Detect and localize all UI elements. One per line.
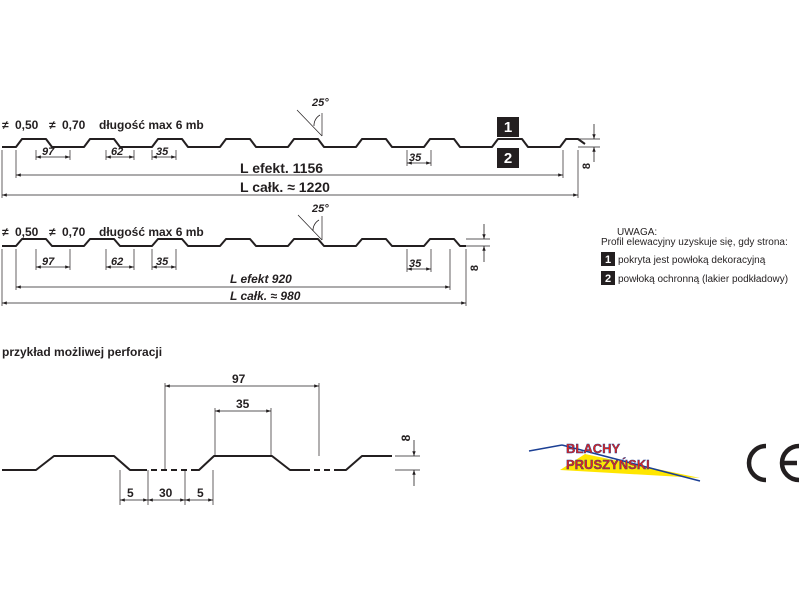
note-block: UWAGA: Profil elewacyjny uzyskuje się, g… — [601, 227, 788, 285]
note-badge-2-box — [601, 271, 615, 285]
profile-2-drawing: ≠ 0,50 ≠ 0,70 długość max 6 mb 25° 97 62 — [1, 203, 490, 306]
angle-leader-2 — [297, 214, 323, 241]
ce-mark-icon — [746, 443, 800, 483]
perforation-profile-left — [2, 455, 141, 471]
perforation-profile-right — [340, 455, 392, 471]
l-total-label-2: L całk. ≈ 980 — [230, 289, 301, 303]
logo-line-2: PRUSZYŃSKI — [566, 457, 650, 472]
logo-blue-line-1 — [528, 444, 563, 452]
perf-dim-30: 30 — [159, 486, 173, 500]
dim-62: 62 — [111, 146, 123, 158]
perf-dim-8: 8 — [399, 434, 413, 441]
max-length-label-2: długość max 6 mb — [99, 225, 204, 239]
thickness-b: 0,70 — [62, 118, 86, 132]
dim-8-2: 8 — [469, 265, 481, 271]
perf-dim-5b: 5 — [197, 486, 204, 500]
profile-1-line — [2, 138, 586, 148]
note-badge-2: 2 — [605, 273, 611, 285]
dim-62-2: 62 — [111, 256, 123, 268]
note-line: Profil elewacyjny uzyskuje się, gdy stro… — [601, 237, 788, 248]
thickness-symbol-a: ≠ — [2, 118, 9, 132]
note-badge-1: 1 — [605, 254, 611, 266]
perf-dim-35: 35 — [236, 397, 250, 411]
badge-1-box — [497, 117, 519, 137]
angle-label: 25° — [311, 97, 329, 109]
thickness-b-2: 0,70 — [62, 225, 86, 239]
perforation-title: przykład możliwej perforacji — [2, 345, 162, 359]
dim-97: 97 — [42, 146, 55, 158]
logo-line-1: BLACHY — [566, 441, 620, 456]
angle-arc-2 — [312, 219, 320, 232]
dim-35a-2: 35 — [156, 256, 169, 268]
note-title: UWAGA: — [617, 227, 657, 238]
profile-2-line — [2, 238, 466, 247]
l-eff-label-2: L efekt 920 — [230, 272, 292, 286]
perforation-drawing: przykład możliwej perforacji 97 35 8 5 3 — [2, 345, 420, 505]
l-total-label: L całk. ≈ 1220 — [240, 179, 330, 195]
profile-1-drawing: ≠ 0,50 ≠ 0,70 długość max 6 mb 25° 97 — [1, 97, 600, 198]
thickness-a-2: 0,50 — [15, 225, 39, 239]
logo-blue-line-2 — [561, 444, 701, 482]
dim-35b: 35 — [409, 152, 422, 164]
note-item-1: pokryta jest powłoką dekoracyjną — [618, 255, 766, 266]
angle-arc — [313, 114, 321, 127]
thickness-symbol-b-2: ≠ — [49, 225, 56, 239]
perf-dim-97: 97 — [232, 372, 246, 386]
angle-label-2: 25° — [311, 203, 329, 215]
l-eff-label: L efekt. 1156 — [240, 160, 323, 176]
company-logo: BLACHY PRUSZYŃSKI — [528, 441, 701, 482]
dim-35b-2: 35 — [409, 258, 422, 270]
dim-35a: 35 — [156, 146, 169, 158]
note-item-2: powłoką ochronną (lakier podkładowy) — [618, 274, 788, 285]
angle-leader — [296, 109, 323, 137]
badge-2-box — [497, 148, 519, 168]
badge-1: 1 — [504, 119, 512, 136]
ce-mark-c — [746, 443, 767, 483]
thickness-symbol-b: ≠ — [49, 118, 56, 132]
note-badge-1-box — [601, 252, 615, 266]
profile-1-extension-lines — [1, 150, 579, 198]
badge-2: 2 — [504, 150, 512, 167]
perf-dim-5a: 5 — [127, 486, 134, 500]
dim-8: 8 — [581, 163, 593, 169]
thickness-symbol-a-2: ≠ — [2, 225, 9, 239]
perforation-profile-mid — [191, 455, 304, 471]
max-length-label: długość max 6 mb — [99, 118, 204, 132]
dim-97-2: 97 — [42, 256, 55, 268]
thickness-a: 0,50 — [15, 118, 39, 132]
